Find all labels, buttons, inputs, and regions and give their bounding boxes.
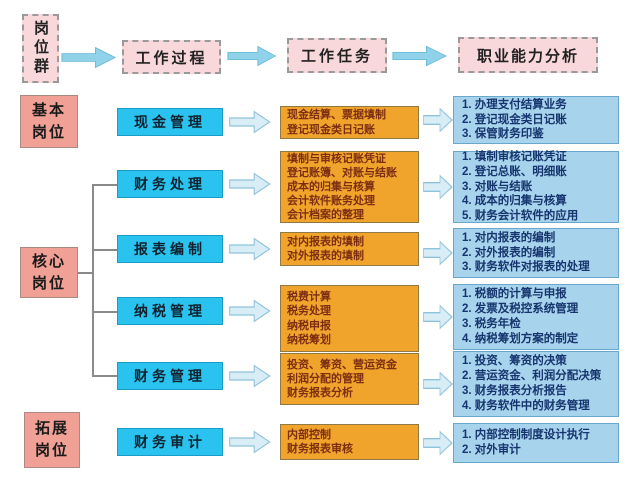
arrow-right-icon (423, 107, 453, 133)
header-ability-analysis: 职业能力分析 (458, 37, 598, 73)
arrow-right-icon (229, 364, 271, 388)
header-post-group: 岗位群 (22, 14, 59, 83)
process-box-financial-management: 财务管理 (117, 362, 223, 390)
ability-box-audit: 1. 内部控制制度设计执行 2. 对外审计 (453, 423, 619, 463)
connector-line (92, 311, 117, 313)
arrow-right-icon (61, 46, 117, 69)
task-box-reporting: 对内报表的填制 对外报表的填制 (280, 232, 419, 266)
category-core-posts: 核心 岗位 (20, 247, 78, 298)
arrow-right-icon (423, 371, 453, 397)
process-box-cash-management: 现金管理 (117, 108, 223, 136)
ability-box-tax-management: 1. 税额的计算与申报 2. 发票及税控系统管理 3. 税务年检 4. 纳税筹划… (453, 284, 619, 350)
arrow-right-icon (229, 110, 271, 134)
task-box-financial-management: 投资、筹资、营运资金 利润分配的管理 财务报表分析 (280, 353, 419, 405)
arrow-right-icon (423, 304, 453, 330)
task-box-accounting: 填制与审核记账凭证 登记账簿、对账与结账 成本的归集与核算 会计软件账务处理 会… (280, 151, 419, 223)
post-group-label: 岗位群 (32, 20, 49, 77)
ability-box-financial-management: 1. 投资、筹资的决策 2. 营运资金、利润分配决策 3. 财务报表分析报告 4… (453, 351, 619, 417)
task-box-cash-management: 现金结算、票据填制 登记现金类日记账 (280, 106, 419, 139)
process-box-accounting: 财务处理 (117, 170, 223, 198)
connector-line (92, 249, 117, 251)
ability-box-reporting: 1. 对内报表的编制 2. 对外报表的编制 3. 财务软件对报表的处理 (453, 228, 619, 278)
arrow-right-icon (423, 240, 453, 266)
arrow-right-icon (227, 45, 277, 67)
category-basic-posts: 基本 岗位 (20, 95, 78, 148)
header-work-process: 工作过程 (122, 40, 221, 74)
connector-line (92, 184, 117, 186)
ability-box-cash-management: 1. 办理支付结算业务 2. 登记现金类日记账 3. 保管财务印鉴 (453, 96, 619, 144)
ability-box-accounting: 1. 填制审核记账凭证 2. 登记总账、明细账 3. 对账与结账 4. 成本的归… (453, 151, 619, 223)
arrow-right-icon (423, 174, 453, 200)
header-work-tasks: 工作任务 (287, 38, 387, 73)
process-box-reporting: 报表编制 (117, 235, 223, 263)
arrow-right-icon (229, 430, 271, 454)
arrow-right-icon (229, 172, 271, 196)
arrow-right-icon (423, 430, 453, 456)
connector-line (92, 375, 117, 377)
process-box-audit: 财务审计 (117, 428, 223, 456)
process-box-tax-management: 纳税管理 (117, 297, 223, 325)
arrow-right-icon (392, 45, 448, 67)
category-extended-posts: 拓展 岗位 (24, 412, 80, 468)
arrow-right-icon (229, 299, 271, 323)
task-box-tax-management: 税费计算 税务处理 纳税申报 纳税筹划 (280, 285, 419, 352)
connector-line (78, 272, 92, 274)
task-box-audit: 内部控制 财务报表审核 (280, 424, 419, 460)
connector-line (92, 184, 94, 377)
arrow-right-icon (229, 237, 271, 261)
